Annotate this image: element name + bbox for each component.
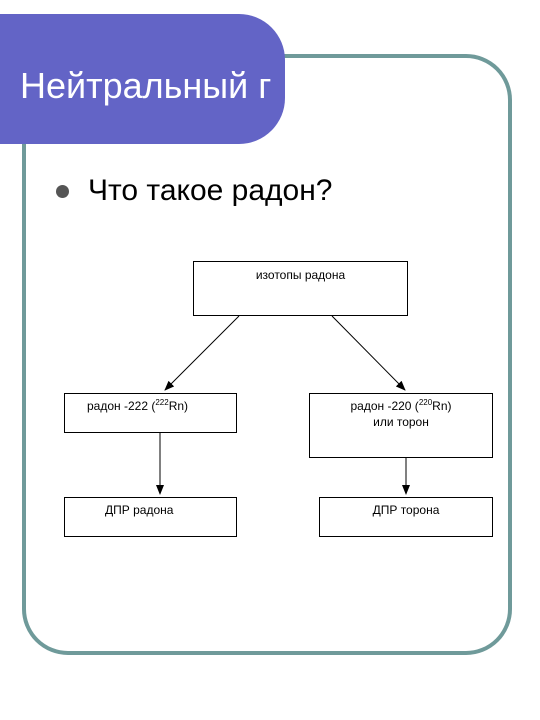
node-thoron-progeny: ДПР торона bbox=[319, 497, 493, 537]
edge-root-to-rn222 bbox=[164, 315, 240, 391]
node-radon-222: радон -222 (222Rn) bbox=[64, 393, 237, 433]
node-radon-220-symbol: Rn) bbox=[432, 399, 452, 413]
node-radon-isotopes-label: изотопы радона bbox=[255, 268, 346, 282]
node-radon-progeny-label: ДПР радона bbox=[105, 503, 174, 517]
bullet-question: Что такое радон? bbox=[88, 174, 333, 207]
title-bar: Нейтральный г bbox=[0, 14, 285, 144]
node-radon-222-mass: 222 bbox=[155, 398, 169, 407]
node-radon-220-mass: 220 bbox=[418, 398, 433, 407]
node-radon-222-prefix: радон -222 ( bbox=[87, 399, 156, 413]
slide-frame bbox=[22, 54, 512, 655]
node-radon-222-symbol: Rn) bbox=[168, 399, 189, 413]
slide-title: Нейтральный г bbox=[20, 65, 272, 106]
node-radon-isotopes: изотопы радона bbox=[193, 261, 408, 316]
edge-root-to-rn220 bbox=[331, 315, 406, 391]
node-radon-progeny: ДПР радона bbox=[64, 497, 237, 537]
node-thoron-progeny-label: ДПР торона bbox=[372, 503, 440, 517]
bullet-icon bbox=[56, 185, 69, 198]
node-radon-220-prefix: радон -220 ( bbox=[350, 399, 419, 413]
node-radon-220-alias: или торон bbox=[373, 414, 429, 429]
node-radon-220: радон -220 (220Rn)или торон bbox=[309, 393, 493, 458]
